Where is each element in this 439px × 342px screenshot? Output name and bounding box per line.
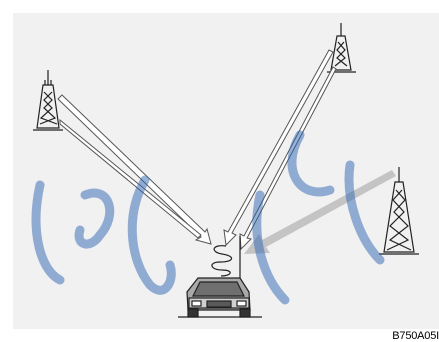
figure-code: B750A05I (392, 330, 439, 342)
